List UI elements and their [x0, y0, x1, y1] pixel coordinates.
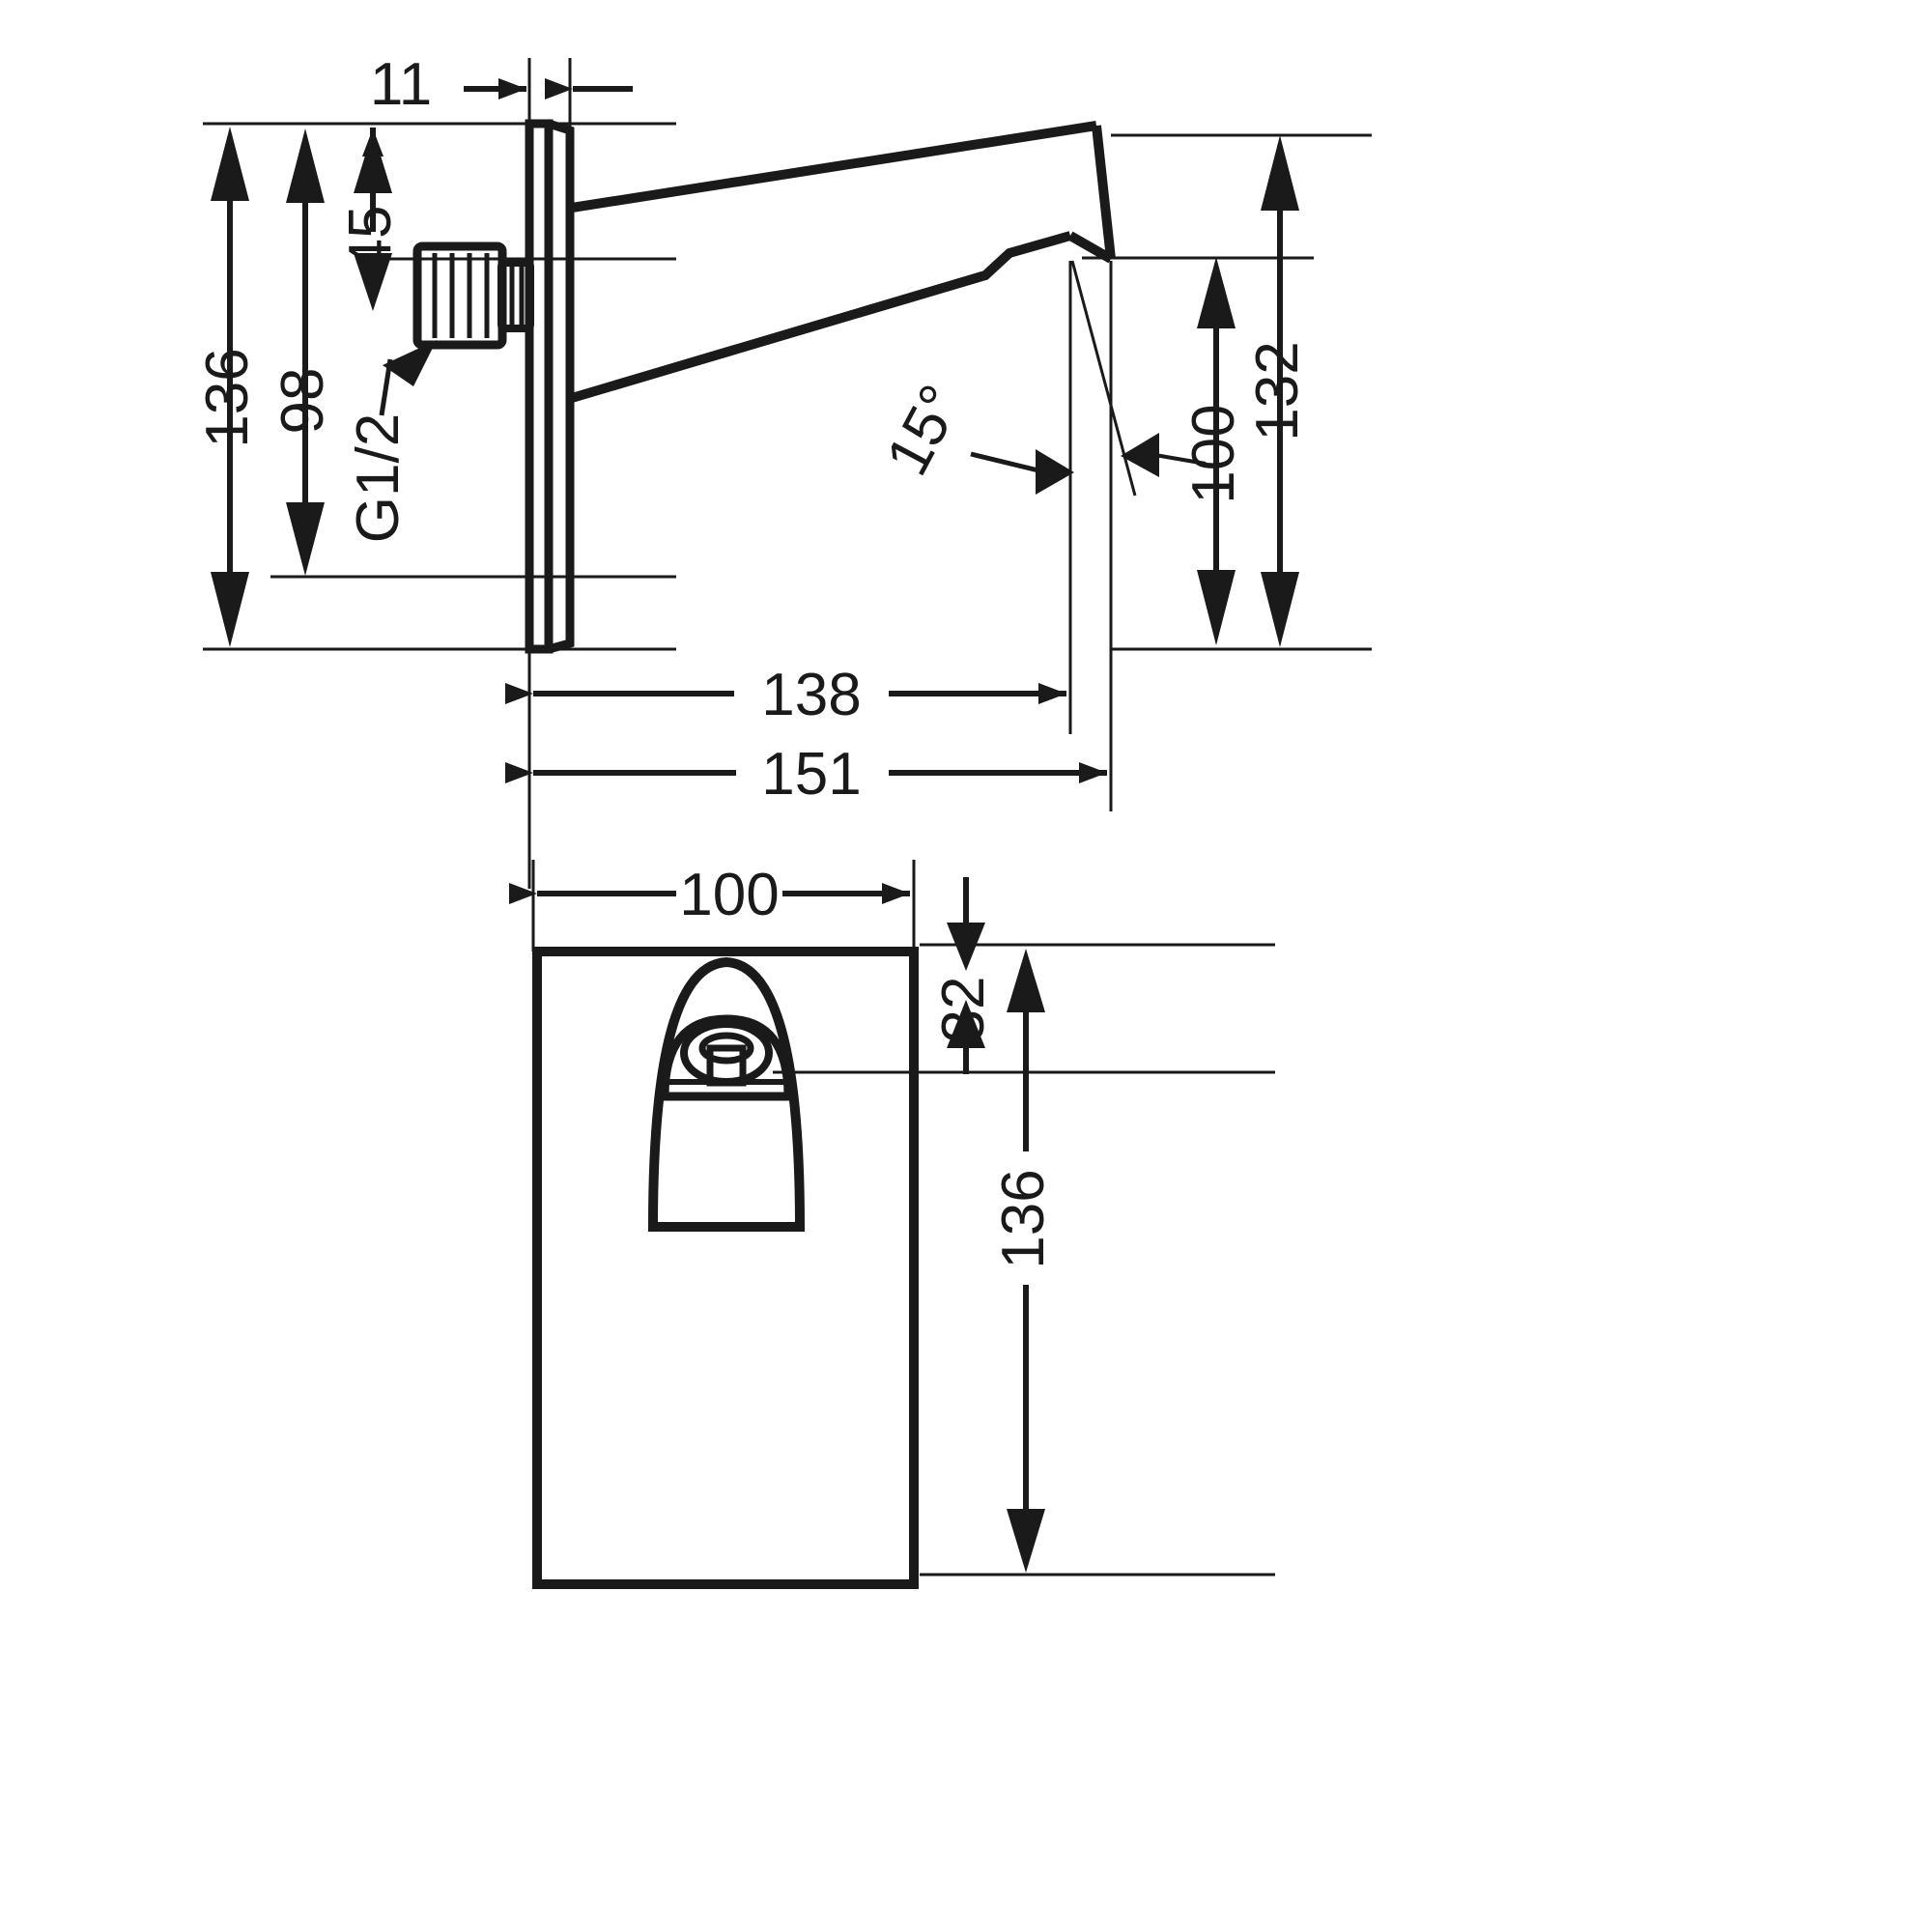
dim-132-side: [1261, 135, 1299, 647]
dim-front-32: [947, 877, 985, 1074]
threaded-connector-icon: [412, 242, 534, 350]
spout-body-outline: [570, 121, 1116, 403]
label-45: 45: [337, 206, 404, 272]
label-132-side: 132: [1244, 341, 1311, 440]
dim-45: [354, 128, 392, 311]
aerator-outlet-icon: [660, 1014, 793, 1101]
front-view-extension-lines: [531, 860, 1275, 1577]
dim-front-136: [1007, 949, 1045, 1573]
label-138: 138: [761, 662, 861, 728]
dim-g12-leader: [379, 340, 437, 416]
front-elevation-view: [509, 860, 1275, 1589]
label-98: 98: [270, 368, 336, 435]
escutcheon-plate-front: [532, 947, 919, 1589]
label-front-32: 32: [930, 977, 997, 1043]
dim-136-side: [211, 127, 249, 647]
label-front-136: 136: [990, 1169, 1057, 1268]
dimension-text-labels: 11 45 98 136 G1/2 15° 100 132 138 151 10…: [194, 51, 1311, 1269]
dim-11: [464, 58, 633, 128]
label-11: 11: [370, 51, 432, 118]
escutcheon-plate-side-section: [525, 119, 575, 654]
dim-98: [286, 128, 325, 576]
label-g12: G1/2: [345, 413, 412, 543]
label-15deg: 15°: [873, 375, 975, 486]
label-151: 151: [761, 741, 861, 808]
label-front-100: 100: [679, 862, 779, 928]
side-elevation-view: [203, 58, 1372, 889]
label-136-side: 136: [194, 348, 261, 447]
label-100-side: 100: [1180, 404, 1247, 503]
dim-100-side: [1121, 257, 1236, 645]
